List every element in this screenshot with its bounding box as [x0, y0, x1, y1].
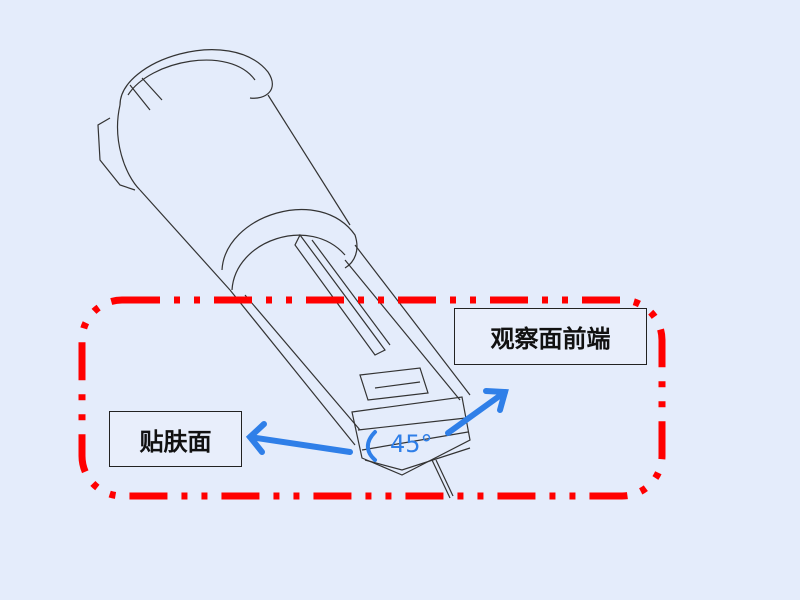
device-outline [97, 49, 471, 499]
angle-label: 45° [390, 430, 433, 458]
skin-surface-label: 贴肤面 [109, 411, 242, 467]
arrow-to-skin-surface [247, 434, 353, 455]
angle-arc [365, 430, 377, 462]
arrows [245, 388, 509, 462]
highlight-region [78, 296, 666, 500]
arrow-to-observation-front [445, 389, 508, 436]
observation-front-label: 观察面前端 [454, 308, 647, 365]
